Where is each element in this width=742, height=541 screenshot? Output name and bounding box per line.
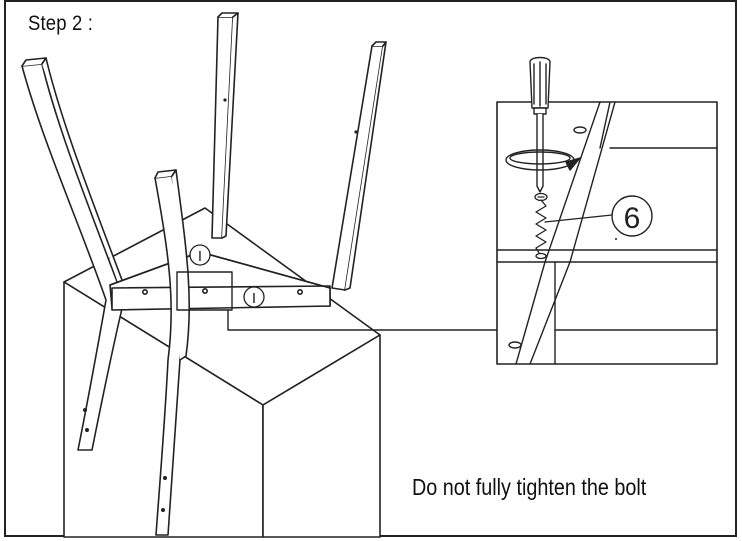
detail-leader-line (227, 309, 498, 331)
screwdriver-icon (529, 56, 551, 193)
part-marker-2: I (243, 286, 265, 308)
leg-back-middle (211, 12, 239, 239)
leg-front (154, 169, 191, 536)
svg-text:6: 6 (624, 202, 641, 235)
part-number-callout: 6 (544, 195, 653, 237)
apron-rails (109, 251, 331, 311)
instruction-note: Do not fully tighten the bolt (412, 474, 647, 500)
leg-back-left (21, 57, 129, 451)
leg-back-right (331, 41, 387, 291)
screw-icon (534, 192, 548, 260)
svg-text:I: I (252, 290, 256, 307)
step-label: Step 2 : (28, 12, 94, 35)
part-marker-1: I (189, 244, 211, 266)
joint-highlight-box (176, 271, 233, 311)
svg-text:I: I (198, 248, 202, 265)
detail-inset (496, 101, 718, 365)
rotation-arrow-icon (505, 149, 581, 171)
